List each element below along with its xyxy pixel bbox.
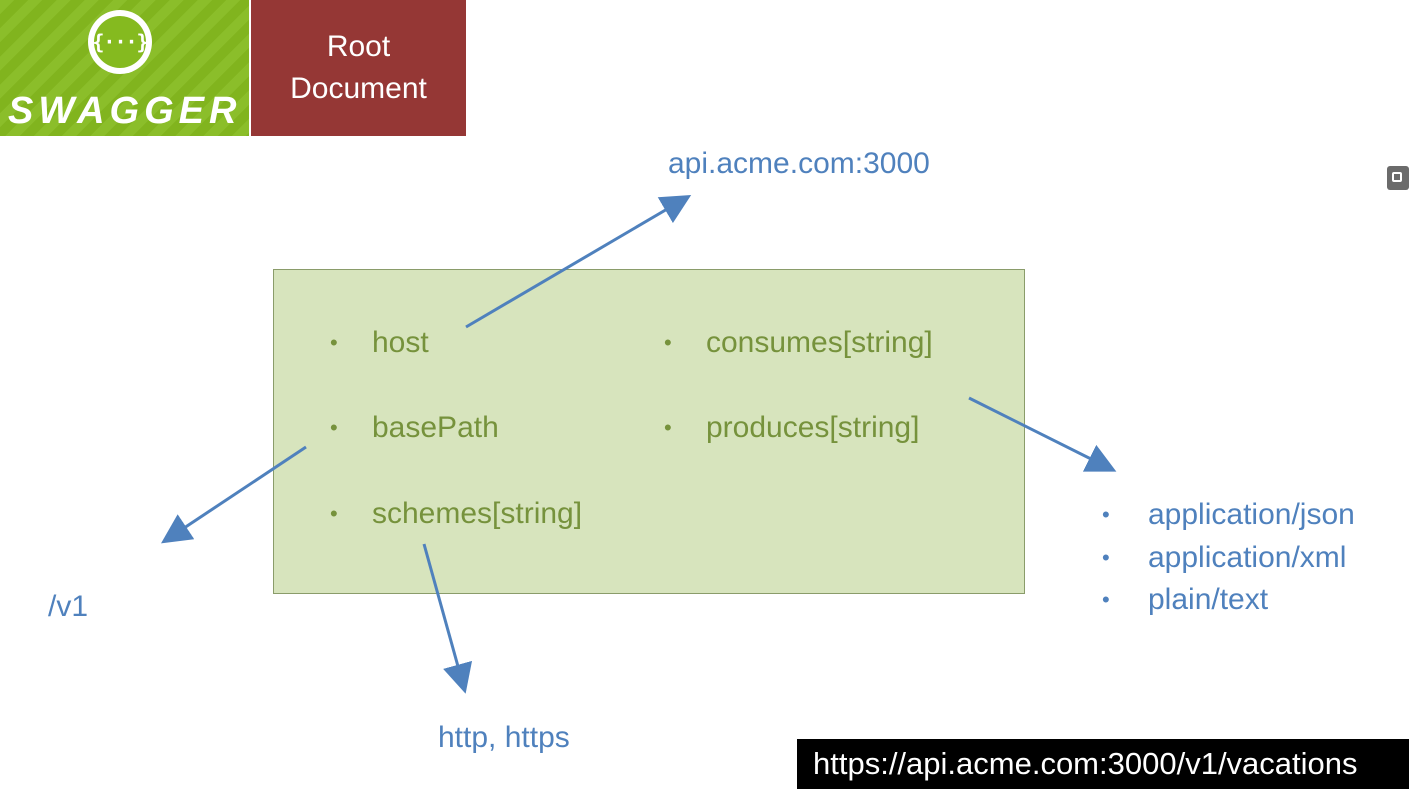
swagger-braces-icon: {···} [88, 10, 152, 74]
arrow-schemes [422, 543, 473, 694]
bullet-icon: • [330, 415, 338, 440]
root-fields-box: • host • basePath • schemes[string] • co… [273, 269, 1025, 594]
field-basepath: • basePath [330, 411, 499, 445]
field-label: schemes[string] [372, 497, 583, 530]
expand-icon[interactable] [1387, 166, 1409, 190]
field-host: • host [330, 326, 429, 360]
basepath-value: /v1 [48, 590, 89, 623]
field-consumes: • consumes[string] [664, 326, 933, 360]
bullet-icon: • [330, 501, 338, 526]
bullet-icon: • [1102, 544, 1110, 570]
logo-text: SWAGGER [8, 90, 242, 132]
slide-title-text: Root Document [290, 30, 427, 105]
field-label: consumes[string] [706, 326, 933, 359]
bullet-icon: • [664, 330, 672, 355]
mime-type-label: application/json [1148, 498, 1355, 531]
field-label: basePath [372, 411, 499, 444]
mime-type-label: application/xml [1148, 540, 1347, 574]
field-label: host [372, 326, 429, 359]
logo-glyph: {···} [92, 16, 149, 68]
field-label: produces[string] [706, 411, 920, 444]
schemes-value: http, https [438, 721, 570, 754]
url-caption: https://api.acme.com:3000/v1/vacations [797, 739, 1409, 789]
bullet-icon: • [664, 415, 672, 440]
bullet-icon: • [1102, 587, 1110, 612]
slide-title: Root Document [251, 0, 466, 136]
field-produces: • produces[string] [664, 411, 920, 445]
mime-type-list: • application/json • application/xml • p… [1102, 496, 1355, 624]
bullet-icon: • [1102, 502, 1110, 527]
list-item: • application/xml [1102, 539, 1355, 582]
bullet-icon: • [330, 330, 338, 355]
arrow-basepath [161, 445, 307, 544]
arrow-host [465, 194, 692, 329]
field-schemes: • schemes[string] [330, 497, 583, 531]
list-item: • plain/text [1102, 581, 1355, 624]
list-item: • application/json [1102, 496, 1355, 539]
mime-type-label: plain/text [1148, 583, 1269, 616]
host-value: api.acme.com:3000 [668, 147, 930, 180]
arrow-produces [968, 396, 1117, 472]
swagger-logo: {···} SWAGGER [0, 0, 249, 136]
